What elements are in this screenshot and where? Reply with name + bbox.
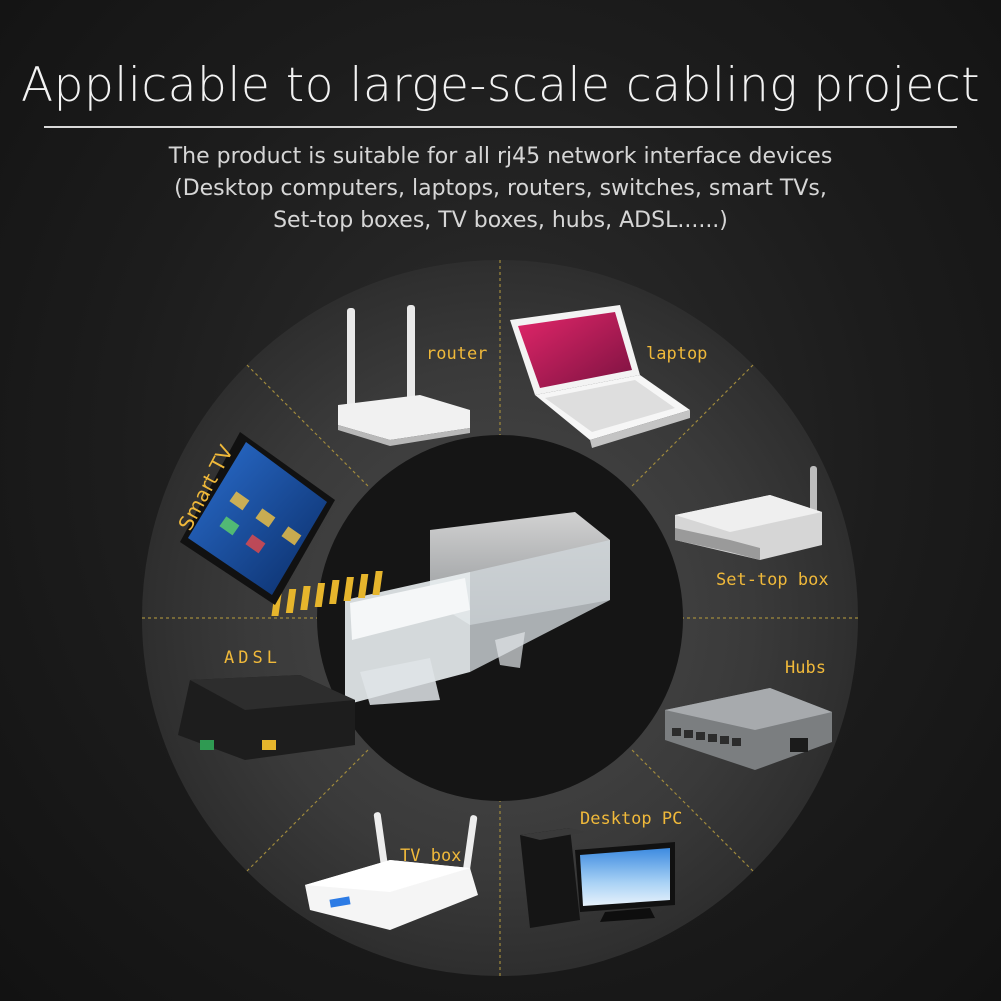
label-desktop-pc: Desktop PC [580, 809, 682, 829]
subtitle-line-3: Set-top boxes, TV boxes, hubs, ADSL.....… [273, 208, 728, 233]
title-underline [44, 126, 957, 128]
smart-tv-icon [180, 432, 335, 605]
label-hubs: Hubs [785, 658, 826, 678]
subtitle-line-1: The product is suitable for all rj45 net… [168, 144, 833, 169]
ring-dividers [142, 260, 858, 976]
subtitle: The product is suitable for all rj45 net… [0, 141, 1001, 237]
subtitle-line-2: (Desktop computers, laptops, routers, sw… [174, 176, 827, 201]
set-top-box-icon [675, 466, 822, 560]
tv-box-icon [305, 812, 478, 930]
hub-icon [665, 688, 832, 770]
laptop-icon [510, 305, 690, 448]
label-tv-box: TV box [400, 846, 461, 866]
adsl-icon [178, 675, 355, 760]
router-icon [338, 305, 470, 446]
label-set-top-box: Set-top box [716, 570, 829, 590]
page-title: Applicable to large-scale cabling projec… [20, 58, 981, 113]
label-router: router [426, 344, 487, 364]
label-adsl: ADSL [224, 648, 281, 668]
desktop-pc-icon [520, 828, 675, 928]
label-laptop: laptop [646, 344, 707, 364]
rj45-connector-icon [271, 512, 610, 705]
